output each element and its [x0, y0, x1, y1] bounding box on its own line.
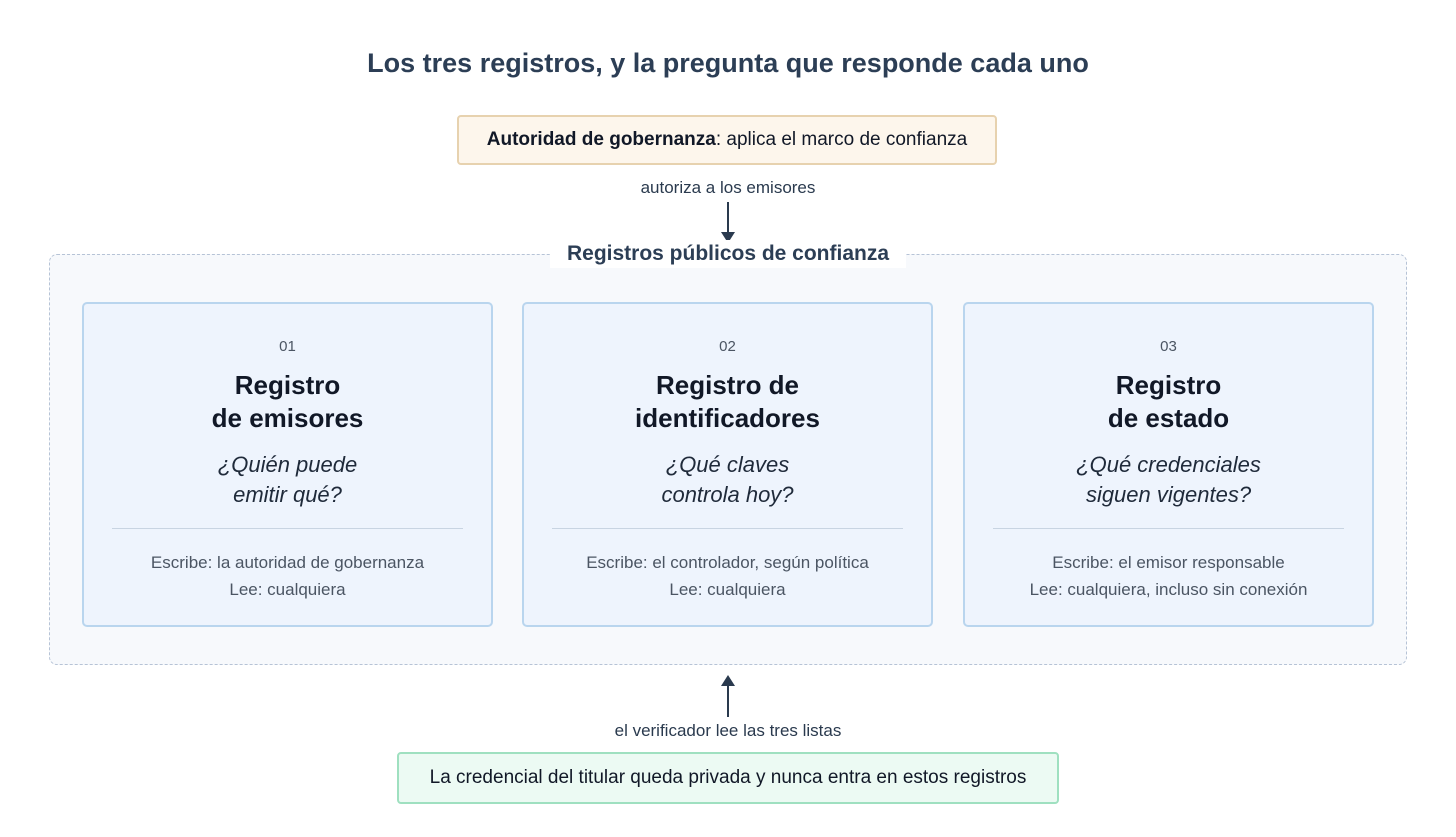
diagram-title: Los tres registros, y la pregunta que re… [367, 48, 1089, 78]
registry-number: 03 [1160, 338, 1177, 355]
registry-access: Escribe: la autoridad de gobernanza Lee:… [84, 549, 491, 603]
registry-card-identifiers: 02 Registro de identificadores ¿Qué clav… [522, 302, 933, 627]
registry-writer: Escribe: la autoridad de gobernanza [150, 553, 425, 572]
arrow-head-down [721, 232, 735, 243]
edge-label-authorizes: autoriza a los emisores [640, 178, 816, 197]
card-divider [993, 528, 1344, 529]
governance-authority-label: Autoridad de gobernanza [486, 129, 716, 150]
registry-access: Escribe: el controlador, según política … [524, 549, 931, 603]
registry-question: ¿Qué claves controla hoy? [661, 452, 794, 507]
governance-authority-description: : aplica el marco de confianza [715, 129, 968, 150]
registry-number: 02 [719, 338, 736, 355]
registry-number: 01 [279, 338, 296, 355]
group-title: Registros públicos de confianza [550, 240, 906, 268]
registry-reader: Lee: cualquiera [229, 580, 346, 599]
registry-name: Registro de estado [1107, 370, 1230, 433]
holder-credential-node: La credencial del titular queda privada … [397, 752, 1059, 804]
arrow-head-up [721, 675, 735, 686]
arrow-verifier-to-registries [727, 686, 729, 717]
registry-writer: Escribe: el controlador, según política [586, 553, 869, 572]
registry-writer: Escribe: el emisor responsable [1052, 553, 1285, 572]
card-divider [112, 528, 463, 529]
edge-label-verifier-reads: el verificador lee las tres listas [614, 721, 842, 740]
registry-card-status: 03 Registro de estado ¿Qué credenciales … [963, 302, 1374, 627]
registry-name: Registro de emisores [211, 370, 364, 433]
card-divider [552, 528, 903, 529]
registry-reader: Lee: cualquiera [669, 580, 786, 599]
registry-question: ¿Qué credenciales siguen vigentes? [1076, 452, 1261, 507]
registry-access: Escribe: el emisor responsable Lee: cual… [965, 549, 1372, 603]
registry-reader: Lee: cualquiera, incluso sin conexión [1029, 580, 1308, 599]
registry-card-issuers: 01 Registro de emisores ¿Quién puede emi… [82, 302, 493, 627]
registry-name: Registro de identificadores [635, 370, 820, 433]
registry-question: ¿Quién puede emitir qué? [217, 452, 358, 507]
governance-authority-node: Autoridad de gobernanza: aplica el marco… [457, 115, 997, 165]
arrow-authority-to-registries [727, 202, 729, 232]
